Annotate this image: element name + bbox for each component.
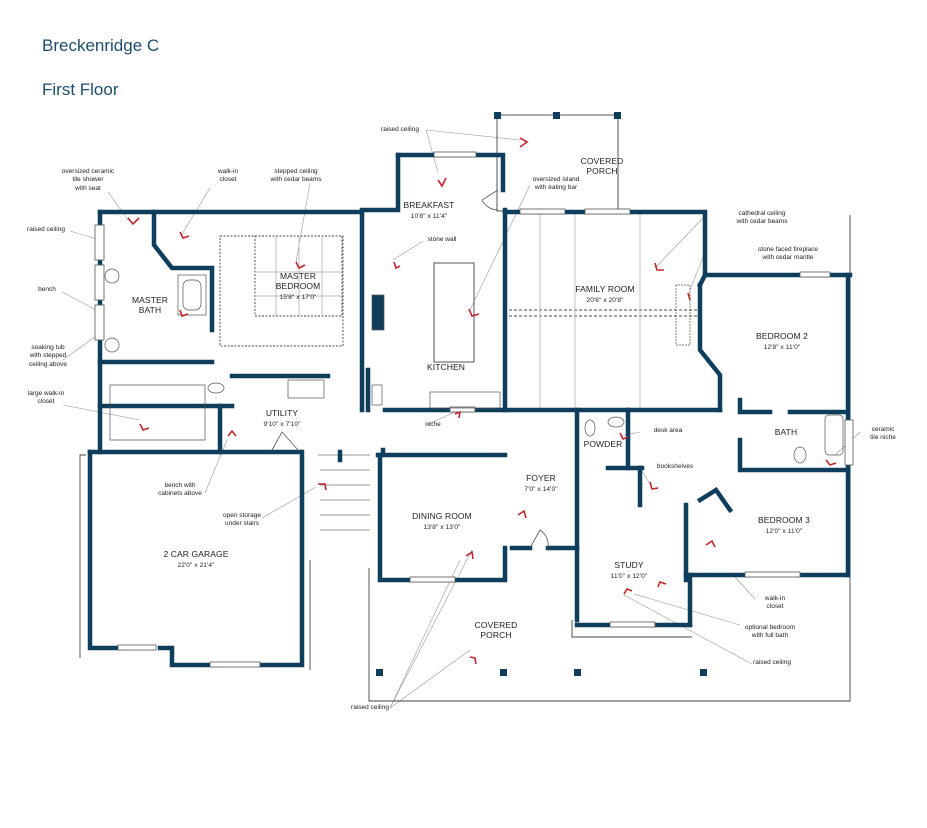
- note-bench: bench: [38, 286, 56, 293]
- room-family-room: FAMILY ROOM 20'8" x 20'8": [575, 284, 635, 304]
- room-name: 2 CAR GARAGE: [163, 549, 229, 559]
- room-name: BATH: [774, 427, 798, 437]
- room-name: DINING ROOM: [412, 511, 472, 521]
- room-utility: UTILITY 9'10" x 7'10": [263, 408, 301, 428]
- note-raised-ceiling-study: raised ceiling: [753, 659, 791, 666]
- porch-posts: [376, 112, 707, 676]
- note-raised-ceiling-porch: raised ceiling: [351, 704, 389, 711]
- room-name-line2: BEDROOM: [275, 280, 321, 291]
- room-name-line1: COVERED: [580, 156, 624, 166]
- note-bookshelves: bookshelves: [656, 463, 694, 470]
- room-name: BEDROOM 3: [758, 515, 810, 525]
- room-dims: 20'8" x 20'8": [586, 296, 624, 304]
- room-bath: BATH: [774, 427, 798, 438]
- room-name: FOYER: [526, 473, 556, 483]
- room-covered-porch-front: COVERED PORCH: [474, 620, 518, 641]
- room-name: BEDROOM 2: [756, 331, 808, 341]
- room-name-line2: PORCH: [586, 165, 618, 176]
- room-dims: 11'0" x 12'0": [610, 572, 648, 580]
- room-master-bedroom: MASTER BEDROOM 15'8" x 17'0": [275, 271, 321, 301]
- floor-label: First Floor: [42, 80, 119, 99]
- room-name: UTILITY: [265, 408, 299, 418]
- room-covered-porch-rear: COVERED PORCH: [580, 156, 624, 177]
- room-name: KITCHEN: [426, 362, 466, 372]
- room-name-line1: COVERED: [474, 620, 518, 630]
- room-name-line1: MASTER: [279, 271, 317, 281]
- room-dims: 12'0" x 11'0": [765, 527, 803, 535]
- room-name-line2: PORCH: [480, 629, 512, 640]
- room-powder: POWDER: [583, 439, 623, 450]
- room-garage: 2 CAR GARAGE 22'0" x 21'4": [163, 549, 229, 569]
- room-bedroom-2: BEDROOM 2 12'8" x 11'0": [756, 331, 808, 351]
- leader-lines: [61, 129, 861, 709]
- room-dims: 12'8" x 11'0": [763, 343, 801, 351]
- room-dims: 15'8" x 17'0": [279, 293, 317, 301]
- room-study: STUDY 11'0" x 12'0": [610, 560, 648, 580]
- room-name: BREAKFAST: [403, 200, 455, 210]
- room-kitchen: KITCHEN: [426, 362, 466, 373]
- room-dims: 9'10" x 7'10": [263, 420, 301, 428]
- room-dims: 22'0" x 21'4": [177, 561, 215, 569]
- fixtures: [104, 268, 844, 464]
- room-name: STUDY: [614, 560, 644, 570]
- note-stone-wall: stone wall: [427, 236, 457, 243]
- room-dims: 10'8" x 11'4": [410, 212, 448, 220]
- note-niche: niche: [425, 421, 441, 428]
- room-breakfast: BREAKFAST 10'8" x 11'4": [403, 200, 455, 220]
- room-name: POWDER: [583, 439, 623, 449]
- room-master-bath: MASTER BATH: [131, 295, 169, 316]
- note-raised-ceiling-breakfast: raised ceiling: [381, 126, 419, 133]
- room-name-line1: MASTER: [131, 295, 169, 305]
- room-foyer: FOYER 7'0" x 14'0": [524, 473, 558, 493]
- room-bedroom-3: BEDROOM 3 12'0" x 11'0": [758, 515, 810, 535]
- room-dims: 7'0" x 14'0": [524, 485, 558, 493]
- room-dining-room: DINING ROOM 13'8" x 13'0": [412, 511, 472, 531]
- room-dims: 13'8" x 13'0": [423, 523, 461, 531]
- view-arrows: [127, 137, 837, 665]
- note-desk-area: desk area: [653, 427, 683, 434]
- door-swings: [271, 189, 549, 549]
- note-raised-ceiling-bath: raised ceiling: [27, 226, 65, 233]
- room-name-line2: BATH: [138, 304, 162, 315]
- room-name: FAMILY ROOM: [575, 284, 635, 294]
- plan-name: Breckenridge C: [42, 36, 160, 55]
- windows: [94, 151, 854, 668]
